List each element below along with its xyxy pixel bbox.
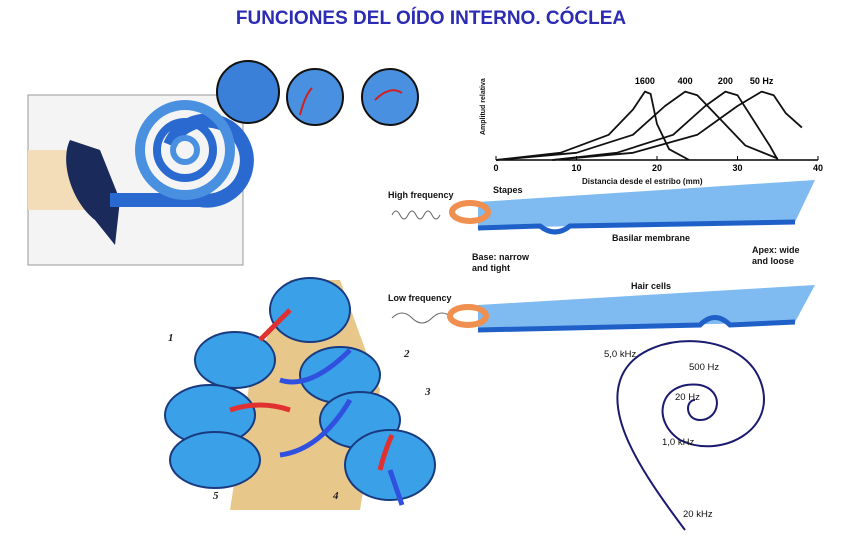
spiral-label-20khz: 20 kHz [683,509,713,520]
chart-series-label: 1600 [635,76,655,86]
membrane-high [449,180,815,235]
chart-series-line [495,90,690,161]
section-number-2: 2 [404,348,410,360]
membrane-low [447,285,815,333]
label-stapes: Stapes [493,185,523,195]
section-number-5: 5 [213,490,219,502]
label-basilar-membrane: Basilar membrane [612,233,691,243]
label-low-frequency: Low frequency [388,293,452,303]
chart-x-tick-label: 20 [652,163,662,173]
label-high-frequency: High frequency [388,190,454,200]
spiral-label-20hz: 20 Hz [675,392,700,403]
chart-series-label: 400 [678,76,693,86]
section-number-4: 4 [333,490,339,502]
chart-xlabel: Distancia desde el estribo (mm) [582,177,703,186]
section-number-3: 3 [425,386,431,398]
chart-x-tick-label: 0 [493,163,498,173]
magnifier-circles [216,60,419,126]
chart-series-line [495,90,779,161]
chart-x-tick-label: 10 [571,163,581,173]
spiral-label-1khz: 1,0 kHz [662,437,695,448]
slide-title: FUNCIONES DEL OÍDO INTERNO. CÓCLEA [235,8,627,29]
label-hair-cells: Hair cells [631,281,672,291]
spiral-label-5khz: 5,0 kHz [604,349,637,360]
chart-series-line [552,90,803,161]
chart-x-tick-label: 30 [732,163,742,173]
chart-series-line [552,90,779,161]
chart-series-label: 50 Hz [750,76,774,86]
base-line2: and tight [472,263,510,273]
section-number-1: 1 [168,332,174,344]
chart-x-tick-label: 40 [813,163,823,173]
apex-line1: Apex: wide [752,245,800,255]
chart-series-label: 200 [718,76,733,86]
spiral-label-500hz: 500 Hz [689,362,720,373]
apex-line2: and loose [752,256,795,266]
base-line1: Base: narrow [472,252,530,262]
